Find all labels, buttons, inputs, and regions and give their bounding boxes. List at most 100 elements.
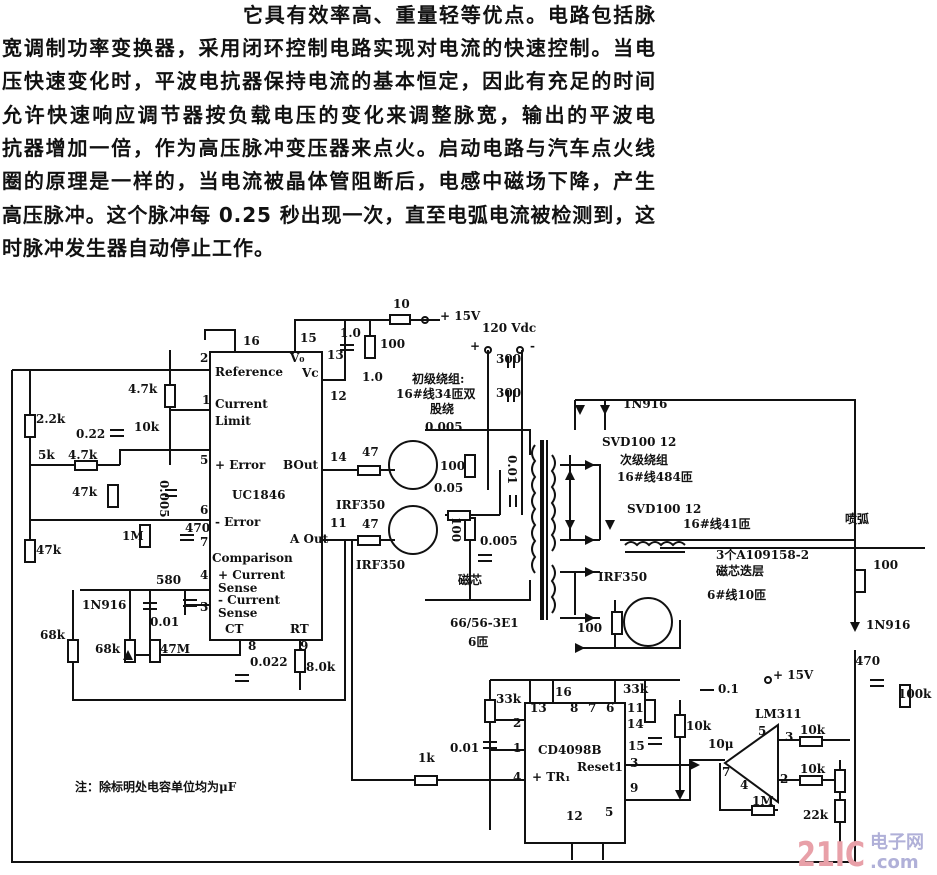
paragraph-line: 高压脉冲。这个脉冲每 0.25 秒出现一次，直至电弧电流被检测到，这	[2, 203, 655, 227]
label: IRF350	[336, 498, 385, 512]
paragraph-line: 压快速变化时，平波电抗器保持电流的基本恒定，因此有充足的时间	[2, 69, 655, 93]
label: 33k	[623, 682, 649, 696]
label: UC1846	[232, 488, 285, 502]
paragraph-line: 它具有效率高、重量轻等优点。电路包括脉	[243, 3, 656, 27]
label: 0.005	[425, 420, 463, 434]
watermark-domain: .com	[870, 852, 919, 873]
label: 股绕	[430, 401, 454, 416]
label: RT	[290, 622, 309, 636]
label: 10	[393, 297, 410, 311]
label: 2	[513, 716, 521, 730]
label: A Out	[289, 532, 329, 546]
label: SVD100 12	[602, 435, 676, 449]
label: Limit	[215, 414, 251, 428]
label: 磁芯	[457, 572, 482, 587]
paragraph-line: 圈的原理是一样的，当电流被晶体管阻断后，电感中磁场下降，产生	[2, 169, 655, 193]
label: 4.7k	[128, 382, 158, 396]
label: 100	[577, 621, 602, 635]
lm311-comparator	[723, 723, 779, 804]
label: 8	[570, 701, 578, 715]
label: 12	[566, 809, 583, 823]
label: 9	[630, 781, 638, 795]
wires	[11, 319, 925, 863]
label: 14	[330, 450, 347, 464]
label: 47k	[36, 543, 62, 557]
cd4098b-chip	[524, 702, 626, 844]
body-paragraph: 它具有效率高、重量轻等优点。电路包括脉 宽调制功率变换器，采用闭环控制电路实现对…	[1, 3, 656, 260]
irf350-transistor-a	[388, 505, 438, 555]
label: 喷弧	[845, 511, 869, 526]
label: 47	[362, 445, 379, 459]
label: 12	[330, 389, 347, 403]
label: 5k	[38, 448, 55, 462]
label: - Current	[218, 593, 280, 607]
label: 300	[496, 352, 521, 366]
label: 0.01	[150, 615, 179, 629]
label: 10μ	[708, 737, 734, 751]
label: 0.05	[434, 481, 463, 495]
label: 8	[248, 639, 256, 653]
label: CT	[225, 622, 244, 636]
uc1846-chip	[209, 351, 323, 641]
label: 次级绕组	[620, 452, 668, 467]
label: 初级绕组:	[412, 371, 464, 386]
label: CD4098B	[538, 743, 602, 757]
capacitors	[110, 344, 884, 749]
label: 47M	[160, 642, 190, 656]
label: 0.1	[718, 682, 739, 696]
label: Sense	[218, 606, 258, 620]
label: 120 Vdc	[482, 321, 536, 335]
label: 10k	[800, 723, 826, 737]
label: 7	[200, 535, 208, 549]
resistors	[24, 314, 911, 823]
label: 68k	[95, 642, 121, 656]
label: IRF350	[356, 558, 405, 572]
label: +	[470, 339, 480, 353]
label: 33k	[496, 692, 522, 706]
transformer	[531, 440, 556, 620]
label: 2	[200, 351, 208, 365]
label: Comparison	[212, 551, 293, 565]
label: - Error	[215, 515, 261, 529]
label: 1.0	[340, 326, 361, 340]
label: 10k	[800, 762, 826, 776]
label: 47k	[72, 485, 98, 499]
label: LM311	[755, 707, 802, 721]
label: 16	[555, 685, 572, 699]
label: 100	[873, 558, 898, 572]
label: 3	[200, 600, 208, 614]
label: 4	[513, 770, 521, 784]
label: + Error	[215, 458, 266, 472]
smoothing-reactor	[624, 541, 686, 553]
label: 100	[449, 517, 463, 542]
label: 0.005	[157, 480, 171, 518]
component-labels: 16 Reference 2 V₀ Vc 15 13 12 1.0 100 1.…	[36, 297, 932, 823]
label: + 15V	[440, 309, 481, 323]
note: 注：除标明处电容单位均为μF	[75, 779, 237, 794]
label: IRF350	[598, 570, 647, 584]
label: 66/56-3E1	[450, 616, 519, 630]
irf350-transistor-c	[623, 597, 673, 647]
label: 1k	[418, 751, 435, 765]
label: 100k	[898, 687, 932, 701]
label: 5	[200, 453, 208, 467]
label: 0.01	[450, 741, 479, 755]
label: 5	[758, 724, 766, 738]
label: Reference	[215, 365, 283, 379]
label: 8.0k	[306, 660, 336, 674]
label: 13	[327, 348, 344, 362]
paragraph-line: 宽调制功率变换器，采用闭环控制电路实现对电流的快速控制。当电	[2, 36, 655, 60]
label: 6#线10匝	[707, 587, 766, 602]
label: 4	[740, 778, 748, 792]
label: 0.022	[250, 655, 288, 669]
label: 5	[605, 805, 613, 819]
label: 1.0	[362, 370, 383, 384]
label: 6	[200, 503, 208, 517]
label: 13	[530, 701, 547, 715]
paragraph-line: 抗器增加一倍，作为高压脉冲变压器来点火。启动电路与汽车点火线	[2, 136, 655, 160]
label: 580	[156, 573, 181, 587]
label: 100	[440, 459, 465, 473]
label: 15	[628, 739, 645, 753]
watermark-brand: 21IC	[797, 835, 865, 875]
